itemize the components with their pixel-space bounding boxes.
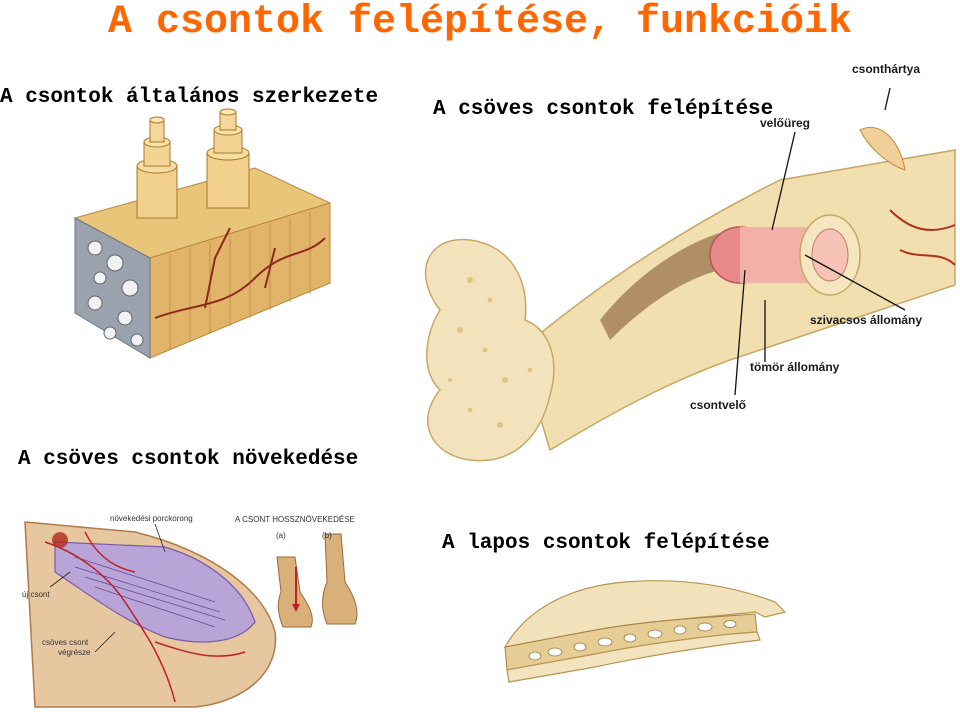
growth-plate-label: növekedési porckorong [110,514,193,524]
long-bone-illustration [400,120,960,480]
figure-a-label: (a) [276,531,286,541]
bone-marrow-label: csontvelő [690,398,746,412]
spongy-substance-label: szivacsos állomány [810,313,922,327]
bone-growth-illustration [15,512,375,707]
compact-bone-block-illustration [55,108,355,368]
flat-bone-illustration [495,572,795,692]
periosteum-label: csonthártya [852,62,920,76]
bone-end-label-line2: végrésze [58,648,90,658]
new-bone-label: új csont [22,590,50,600]
general-structure-heading: A csontok általános szerkezete [0,86,378,109]
bone-growth-heading: A csöves csontok növekedése [18,448,358,471]
long-bone-heading: A csöves csontok felépítése [433,98,773,121]
figure-b-label: (b) [322,531,332,541]
page-title: A csontok felépítése, funkcióik [0,0,960,46]
marrow-cavity-label: velőüreg [760,116,810,130]
bone-end-label-line1: csöves csont [42,638,88,648]
flat-bone-heading: A lapos csontok felépítése [442,532,770,555]
compact-substance-label: tömör állomány [750,360,839,374]
longitudinal-growth-label: A CSONT HOSSZNÖVEKEDÉSE [235,515,355,525]
